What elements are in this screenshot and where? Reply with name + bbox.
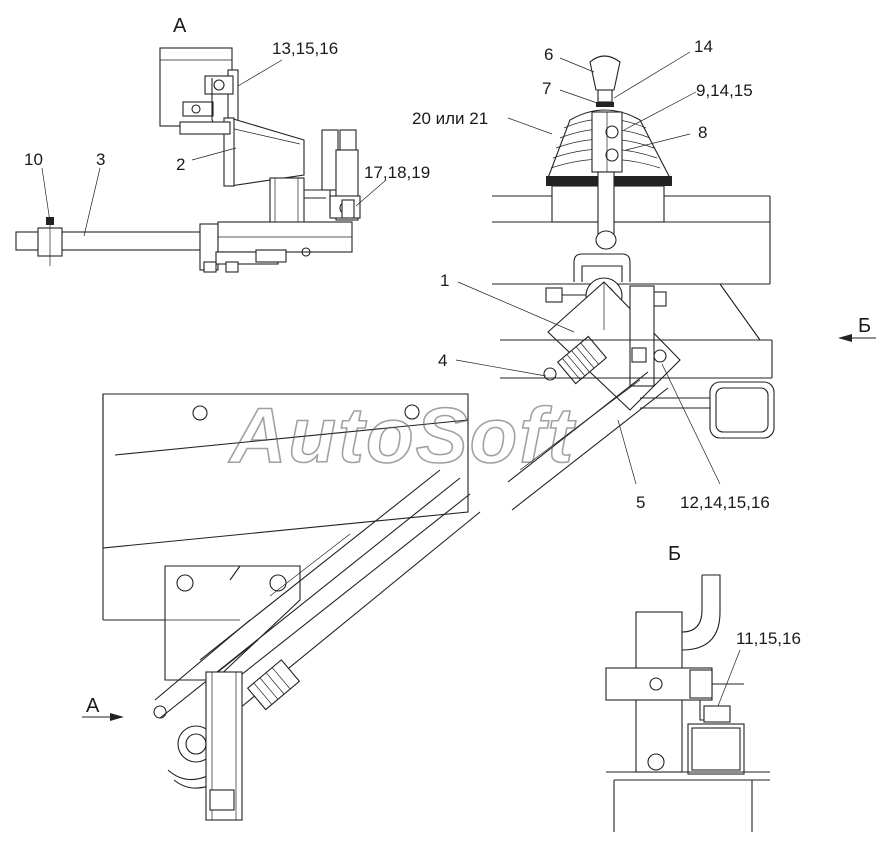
callout-6: 6 [544,45,553,64]
view-label-a-top: А [173,15,187,37]
callout-14: 14 [694,37,713,56]
callout-12-14-15-16: 12,14,15,16 [680,493,770,512]
callout-17-18-19: 17,18,19 [364,163,430,182]
main-view-top-right [492,55,775,511]
main-view-bottom-left [102,393,481,821]
view-label-a-arrow: А [86,695,100,717]
view-b-detail [605,574,770,832]
view-label-b-arrow: Б [858,315,871,337]
view-label-b-top: Б [668,543,681,565]
view-a-detail [15,47,361,273]
callout-1: 1 [440,271,449,290]
callout-11-15-16: 11,15,16 [736,629,801,648]
callout-8: 8 [698,123,707,142]
callout-20-or-21: 20 или 21 [412,109,488,128]
callout-9-14-15: 9,14,15 [696,81,753,100]
callout-2: 2 [176,155,185,174]
view-arrow-a [82,713,124,721]
view-arrow-b [838,334,876,342]
callout-5: 5 [636,493,645,512]
callout-3: 3 [96,150,105,169]
watermark: AutoSoft [228,391,576,479]
callout-10: 10 [24,150,43,169]
leader-lines [41,51,741,707]
callout-4: 4 [438,351,447,370]
callout-13-15-16: 13,15,16 [272,39,338,58]
callout-7: 7 [542,79,551,98]
